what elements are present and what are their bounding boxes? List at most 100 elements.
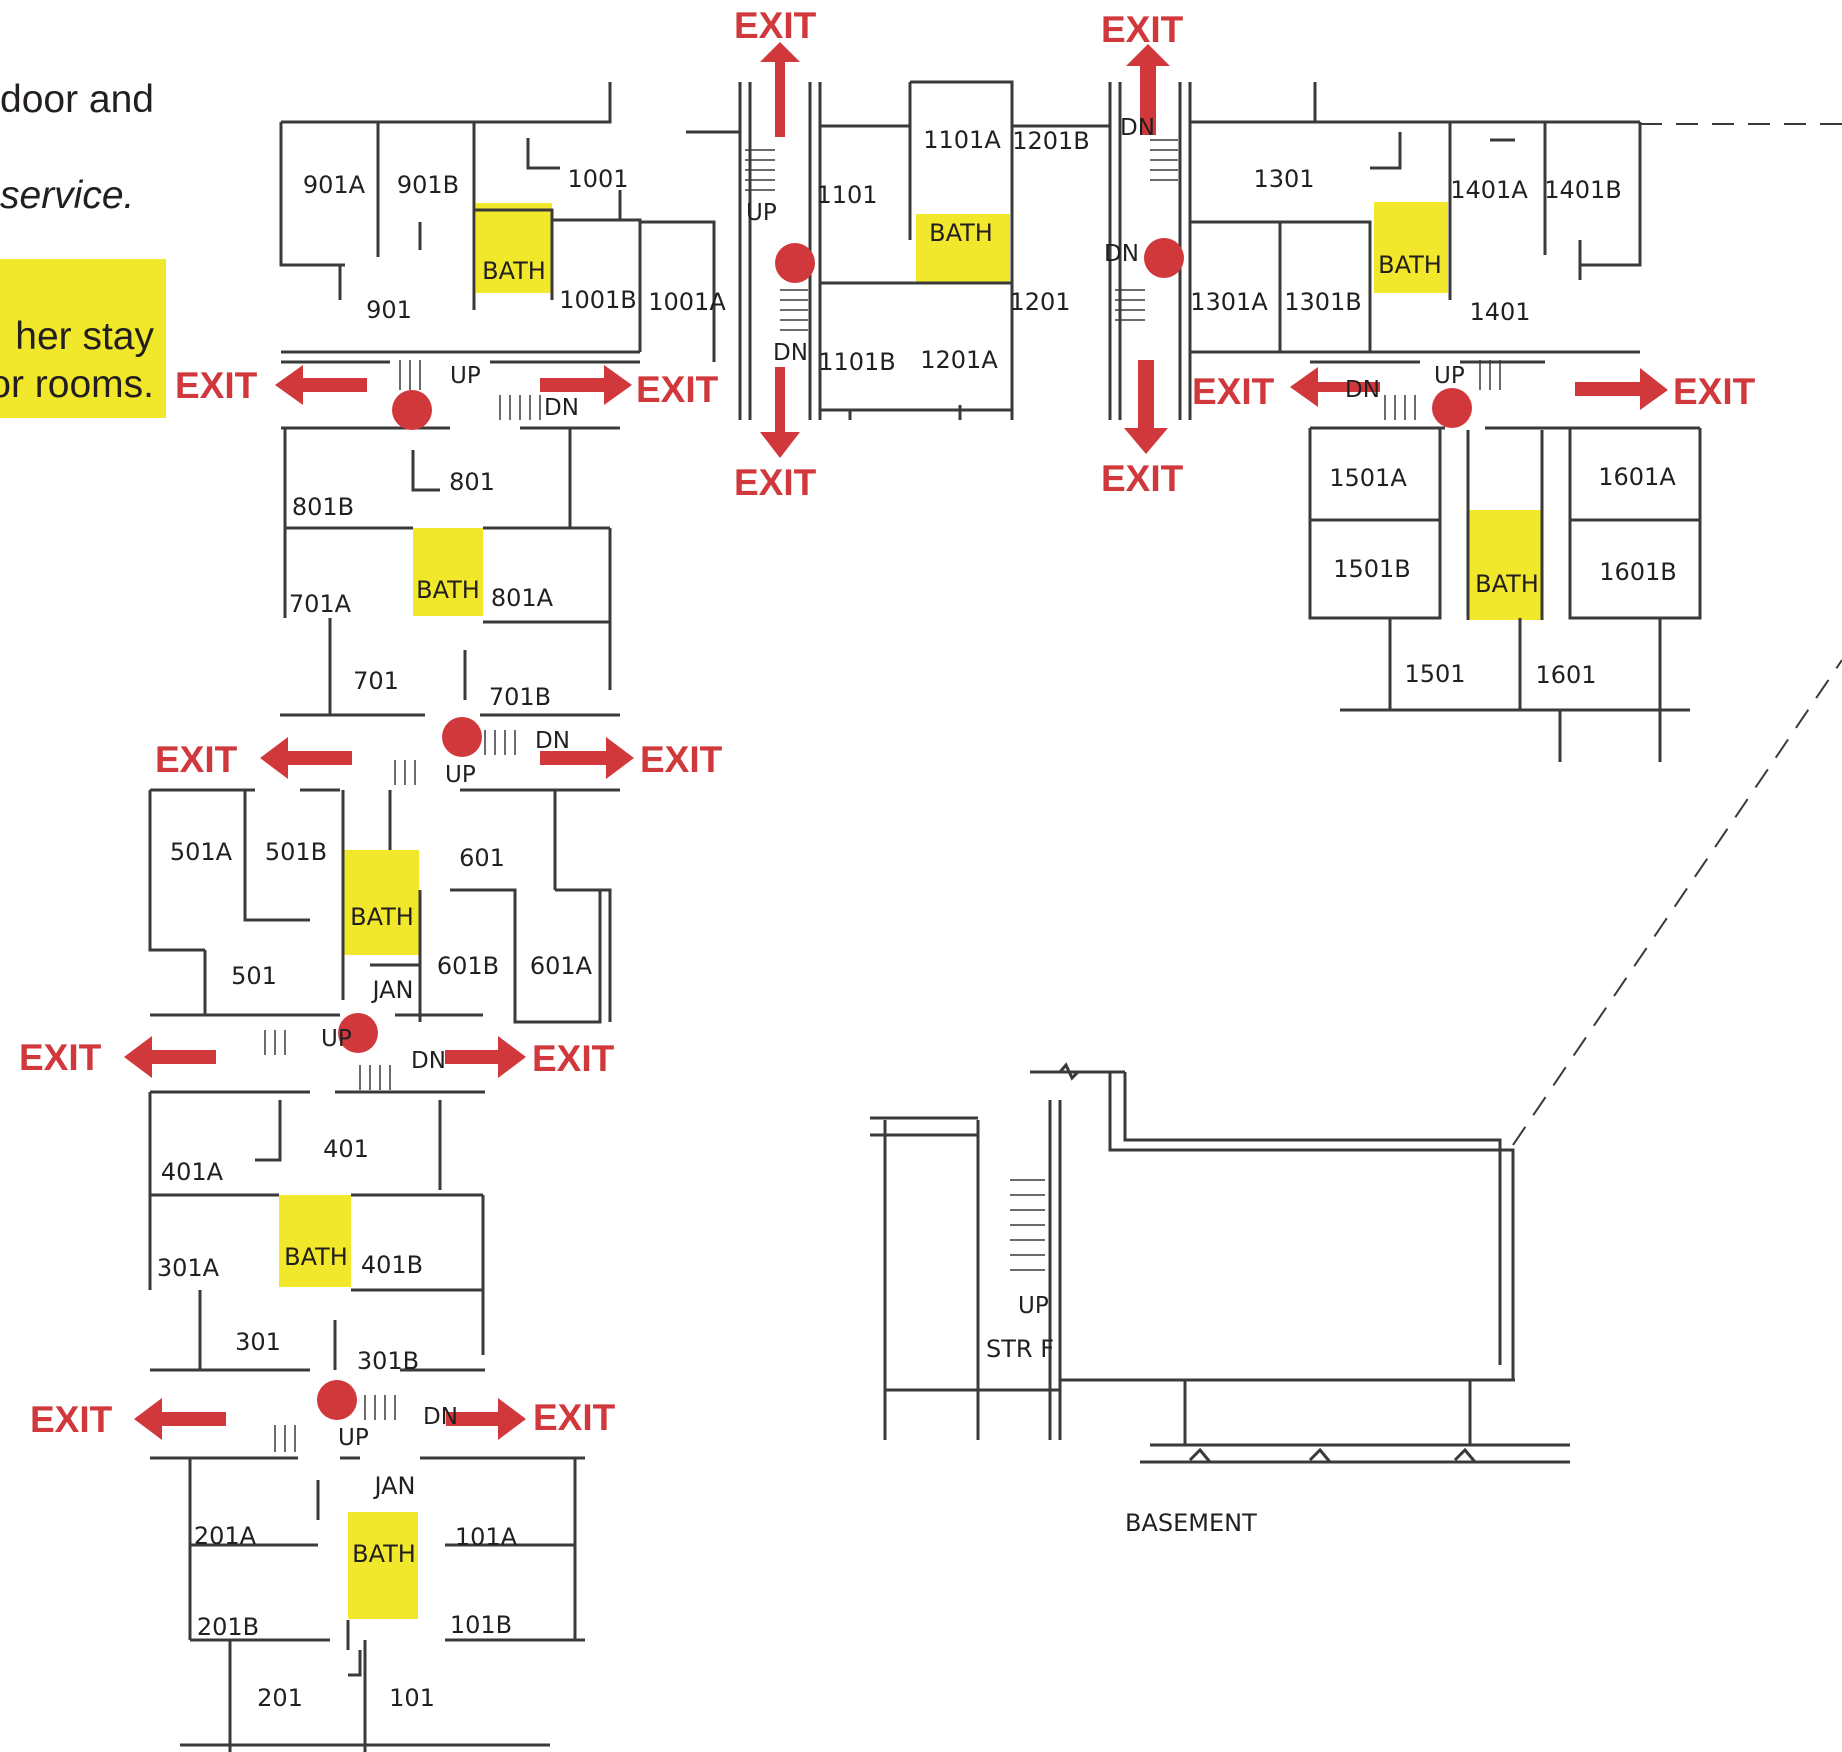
room-label: 901 [366, 296, 412, 324]
room-label: 1301 [1253, 165, 1314, 193]
stair-down-label: DN [535, 728, 570, 754]
room-label: 701 [353, 667, 399, 695]
stairwells [264, 139, 1501, 1452]
room-label: 1601 [1535, 661, 1596, 689]
stair-down-label: DN [411, 1048, 446, 1074]
bath-label: BATH [482, 257, 546, 285]
bath-1201 [916, 214, 1010, 283]
bath-label: BATH [416, 576, 480, 604]
room-label: 601 [459, 844, 505, 872]
room-label: 201 [257, 1684, 303, 1712]
room-label: 1201B [1012, 127, 1090, 155]
bath-label: BATH [929, 219, 993, 247]
exit-arrow-left-500 [124, 1036, 216, 1078]
stair-down-label: DN [1120, 115, 1155, 141]
room-label: 501B [265, 838, 327, 866]
bath-highlights [279, 202, 1542, 1619]
walls [148, 80, 1702, 1752]
room-label: 1101 [816, 181, 877, 209]
bath-801 [413, 528, 483, 616]
stair-up-label: UP [321, 1026, 352, 1052]
room-label: 701B [489, 683, 551, 711]
exit-arrows [124, 42, 1668, 1440]
exit-arrow-right-700 [540, 737, 634, 779]
room-label: 1501B [1333, 555, 1411, 583]
stair-up-label: UP [1434, 363, 1465, 389]
exit-label: EXIT [533, 1397, 616, 1438]
exit-label: EXIT [1101, 458, 1184, 499]
exit-arrow-up-1 [760, 42, 800, 137]
exit-arrow-left-700 [260, 737, 352, 779]
red-marker [317, 1380, 357, 1420]
exit-label: EXIT [734, 462, 817, 503]
note-line-1: her stay [15, 315, 154, 358]
room-label: 1301A [1190, 288, 1268, 316]
exit-label: EXIT [175, 365, 258, 406]
exit-label: EXIT [640, 739, 723, 780]
room-label: 201A [194, 1522, 257, 1550]
room-label: 1101A [923, 126, 1001, 154]
room-label: 101 [389, 1684, 435, 1712]
bath-101 [348, 1512, 418, 1619]
exit-label: EXIT [1192, 371, 1275, 412]
basement-title: BASEMENT [1125, 1509, 1257, 1537]
bath-601 [343, 850, 419, 955]
room-label: 1401B [1544, 176, 1622, 204]
exit-label: EXIT [636, 369, 719, 410]
storage-label: STR F [986, 1335, 1054, 1363]
red-marker [1432, 388, 1472, 428]
room-label: 1001A [648, 288, 726, 316]
exit-arrow-left-900 [275, 365, 367, 405]
room-label: 501A [170, 838, 233, 866]
bath-label: BATH [1475, 570, 1539, 598]
room-label: 1101B [818, 348, 896, 376]
highlighted-note: her stay or rooms. [0, 259, 166, 418]
stair-up-label: UP [450, 363, 481, 389]
red-marker [775, 243, 815, 283]
room-label: 1401A [1450, 176, 1528, 204]
room-label: 901A [303, 171, 366, 199]
stair-up-label: UP [338, 1425, 369, 1451]
exit-label: EXIT [1673, 371, 1756, 412]
bath-label: BATH [350, 903, 414, 931]
exit-arrow-down-2 [1124, 360, 1168, 454]
room-label: 901B [397, 171, 459, 199]
exit-arrow-up-2 [1126, 44, 1170, 135]
stair-up-label: UP [445, 762, 476, 788]
exit-arrow-right-300 [446, 1398, 526, 1440]
exit-label: EXIT [532, 1038, 615, 1079]
room-label: 401A [161, 1158, 224, 1186]
room-label: 801 [449, 468, 495, 496]
room-labels: 901A 901B 1001 901 1001B 1001A 1101 1101… [157, 126, 1677, 1712]
exit-arrow-right-900 [540, 365, 632, 405]
stair-down-label: DN [1345, 377, 1380, 403]
red-marker [392, 390, 432, 430]
bath-label: BATH [352, 1540, 416, 1568]
bath-1001 [476, 203, 552, 293]
room-label: 601B [437, 952, 499, 980]
room-label: 1401 [1469, 298, 1530, 326]
room-label: 601A [530, 952, 593, 980]
exit-label: EXIT [155, 739, 238, 780]
room-label: 101B [450, 1611, 512, 1639]
room-label: 1601B [1599, 558, 1677, 586]
red-marker [338, 1013, 378, 1053]
intro-text-line-2: service. [0, 174, 135, 217]
red-markers [317, 238, 1472, 1420]
room-label: 101A [455, 1523, 518, 1551]
room-label: 401B [361, 1251, 423, 1279]
exit-arrow-left-300 [134, 1398, 226, 1440]
room-label: 301A [157, 1254, 220, 1282]
jan-label: JAN [372, 1472, 415, 1500]
room-label: 1001 [567, 165, 628, 193]
exit-label: EXIT [734, 5, 817, 46]
exit-arrow-down-1 [760, 367, 800, 458]
room-label: 401 [323, 1135, 369, 1163]
room-label: 1201 [1009, 288, 1070, 316]
stair-down-label: DN [423, 1404, 458, 1430]
stair-down-label: DN [1104, 241, 1139, 267]
dashed-guides [1512, 123, 1842, 1146]
room-label: 301 [235, 1328, 281, 1356]
stair-labels: UP DN DN DN UP DN DN UP DN UP UP DN DN U… [321, 115, 1465, 1451]
